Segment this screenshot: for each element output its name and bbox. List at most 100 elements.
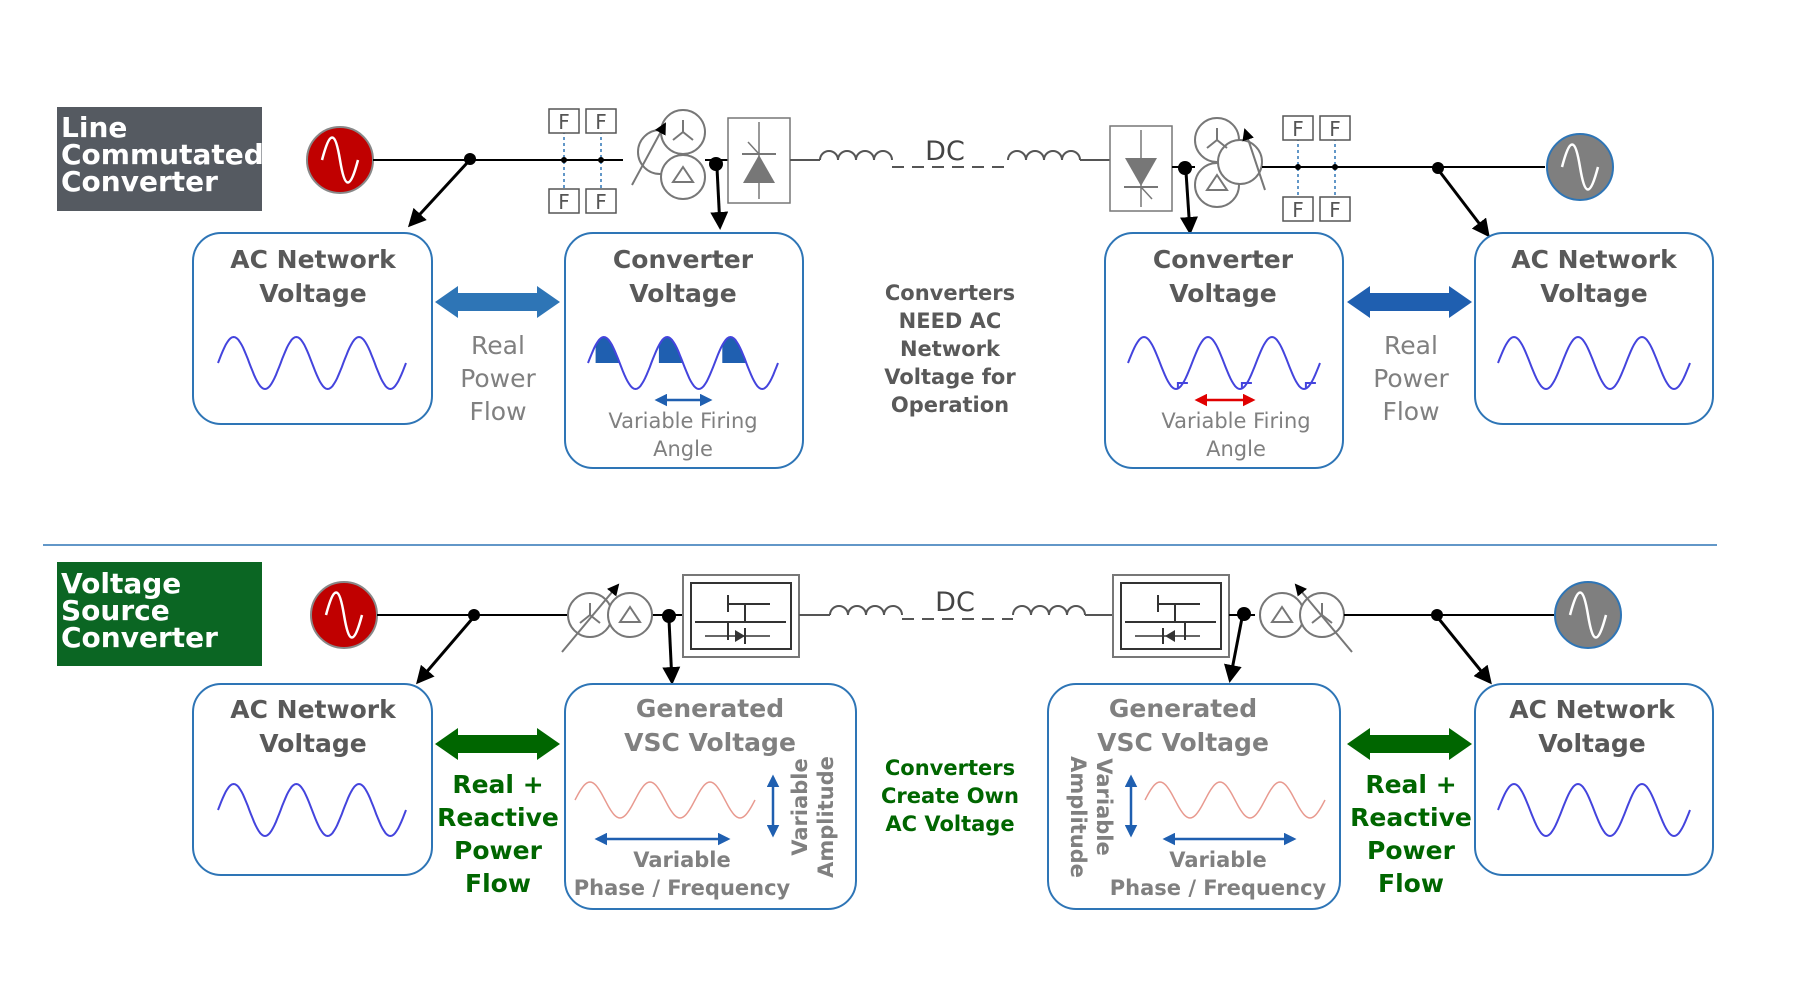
vsc-right-ac-box [1474,683,1714,876]
dc-link [790,150,1110,168]
measurement-arrow [710,167,729,230]
measurement-arrow [1180,171,1198,235]
box-caption: Angle [653,437,713,461]
thyristor-valve-icon [727,117,791,204]
power-flow-label: Real [1384,331,1438,360]
converter-transformer-icon [561,583,653,653]
sine-wave [217,782,407,838]
measurement-arrow [407,161,469,228]
vsc-right-generated-box [1047,683,1341,910]
lcc-right-converter-box [1104,232,1344,469]
box-title: Voltage [1169,279,1276,308]
power-flow-label: Flow [465,869,531,898]
power-flow-label: Flow [1378,869,1444,898]
converter-transformer-icon [631,109,706,200]
box-title: Generated [1109,694,1257,723]
power-flow-label: Reactive [1350,803,1472,832]
sine-wave [587,335,779,391]
sine-wave [574,781,756,819]
measurement-node [1432,162,1444,174]
dc-label: DC [925,136,965,167]
box-title: AC Network [1511,245,1678,274]
vsc-label-box [57,562,262,666]
measurement-node [1237,607,1251,621]
svg-text:Network: Network [900,337,1001,361]
vsc-left-ac-box [192,683,433,876]
power-flow-arrow [1347,728,1472,760]
firing-notches [1176,382,1316,389]
sine-wave [217,335,407,391]
vsc-label-line2: Source [61,594,170,627]
svg-text:Converters: Converters [885,756,1015,780]
sine-wave [1144,781,1326,819]
measurement-node [1178,161,1192,175]
power-flow-label: Real + [452,770,543,799]
ac-filter-bank-left: F F F F [548,108,617,214]
sine-symbol-icon [320,136,360,184]
amplitude-label: Variable [788,758,812,855]
power-flow-arrow [1347,286,1472,318]
filter-label: F [1292,117,1304,141]
lcc-label-line3: Converter [61,165,218,198]
box-title: Voltage [1540,279,1647,308]
filter-label: F [1329,117,1341,141]
box-caption: Variable Firing [608,409,757,433]
box-title: Converter [1153,245,1294,274]
box-caption: Phase / Frequency [574,876,791,900]
box-title: Converter [613,245,754,274]
power-flow-label: Real [471,331,525,360]
lcc-left-converter-box [564,232,804,469]
box-title: Voltage [1538,729,1645,758]
power-flow-label: Power [1367,836,1456,865]
power-flow-label: Power [454,836,543,865]
dc-label: DC [935,587,975,618]
filter-label: F [558,190,570,214]
filter-label: F [595,190,607,214]
power-flow-label: Flow [469,397,526,426]
power-flow-label: Flow [1382,397,1439,426]
box-title: AC Network [1509,695,1676,724]
amplitude-label: Variable [1092,758,1116,855]
sine-symbol-icon [324,591,364,639]
lcc-section: Line Commutated Converter F F F F [57,107,1714,469]
lcc-label-line2: Commutated [61,138,264,171]
box-title: Voltage [259,279,366,308]
svg-text:NEED AC: NEED AC [899,309,1002,333]
svg-text:Operation: Operation [891,393,1009,417]
firing-fill [595,337,747,363]
amplitude-label: Amplitude [1066,756,1090,878]
power-flow-label: Reactive [437,803,559,832]
thyristor-valve-icon [1109,125,1173,212]
filter-label: F [1329,198,1341,222]
converter-transformer-icon [1259,583,1353,653]
filter-label: F [1292,198,1304,222]
box-caption: Angle [1206,437,1266,461]
sine-wave [1127,335,1321,391]
box-caption: Variable [633,848,730,872]
ac-filter-bank-right: F F F F [1282,115,1351,222]
box-caption: Variable [1169,848,1266,872]
vsc-left-generated-box [564,683,857,910]
svg-text:Voltage for: Voltage for [884,365,1016,389]
power-flow-label: Power [1373,364,1449,393]
vsc-label-line1: Voltage [61,567,181,600]
dc-link [799,605,1113,620]
svg-text:AC Voltage: AC Voltage [885,812,1014,836]
amplitude-label: Amplitude [814,756,838,878]
svg-text:Converters: Converters [885,281,1015,305]
measurement-arrow [416,618,474,685]
box-title: AC Network [230,245,397,274]
measurement-node [468,609,480,621]
measurement-node [464,153,476,165]
sine-symbol-icon [1568,591,1608,639]
sine-symbol-icon [1560,143,1600,191]
measurement-node [1431,609,1443,621]
box-title: Voltage [629,279,736,308]
vsc-label-line3: Converter [61,621,218,654]
filter-label: F [595,110,607,134]
measurement-node [709,157,723,171]
svg-text:Create Own: Create Own [881,784,1019,808]
box-title: VSC Voltage [1097,728,1269,757]
box-caption: Phase / Frequency [1110,876,1327,900]
